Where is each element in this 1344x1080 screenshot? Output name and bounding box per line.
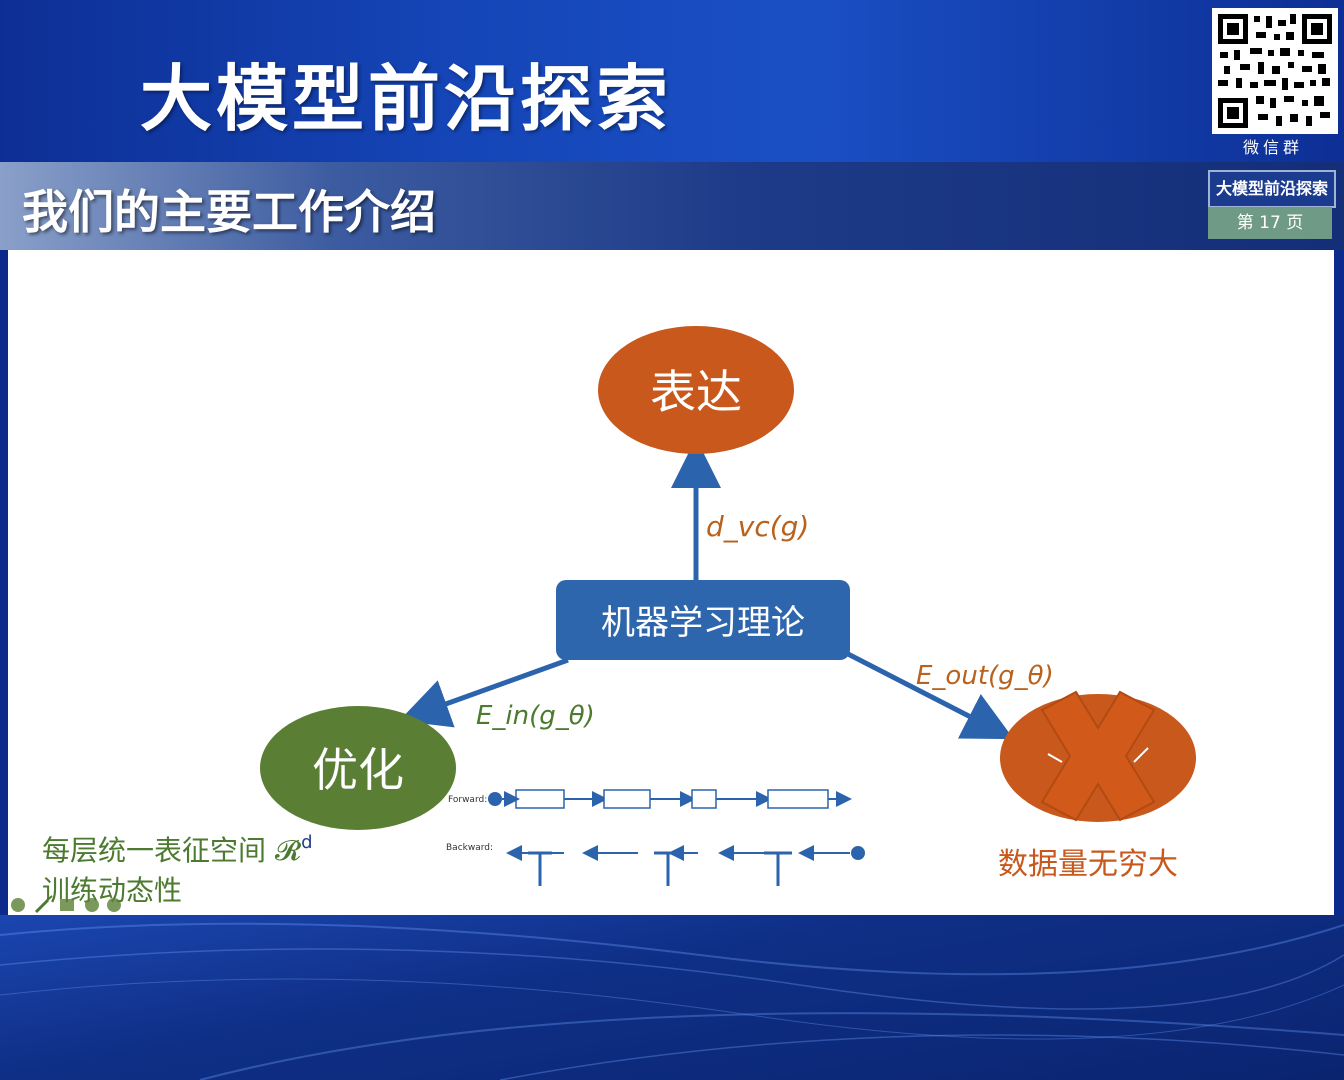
- qr-code-pattern: [1214, 10, 1336, 132]
- diagram: 表达 机器学习理论 优化 数据量无穷大 d_vc(g) E_in(g_θ) E_…: [11, 326, 1196, 914]
- forward-label: Forward:: [448, 795, 487, 805]
- more-icon[interactable]: [85, 898, 99, 912]
- section-title: 我们的主要工作介绍: [22, 185, 436, 239]
- node-ml-theory-label: 机器学习理论: [601, 603, 805, 643]
- main-title: 大模型前沿探索: [140, 57, 673, 141]
- prev-slide-icon[interactable]: [11, 898, 25, 912]
- data-infinite-caption: 数据量无穷大: [998, 847, 1178, 882]
- backward-label: Backward:: [446, 843, 493, 853]
- pen-icon[interactable]: [34, 898, 50, 914]
- edge-label-ein: E_in(g_θ): [476, 701, 595, 731]
- arrow-to-left: [399, 657, 569, 728]
- arrow-to-right: [846, 651, 1014, 740]
- page-number-badge: 第 17 页: [1208, 207, 1332, 239]
- cross-mark-icon: [1040, 690, 1156, 822]
- series-badge: 大模型前沿探索: [1208, 170, 1336, 208]
- backprop-figure: Forward: Backward:: [446, 789, 865, 886]
- node-expression-label: 表达: [650, 365, 742, 419]
- background-light-streaks: [0, 922, 1344, 1080]
- node-optimization-label: 优化: [312, 743, 404, 797]
- node-optimization: [260, 706, 456, 830]
- grid-icon[interactable]: [60, 899, 74, 911]
- qr-label: 微信群: [1242, 138, 1303, 157]
- header-band: [0, 0, 1344, 162]
- edge-label-dvc: d_vc(g): [706, 510, 809, 543]
- node-ml-theory: [556, 580, 850, 660]
- left-note-line1: 每层统一表征空间 𝓡d: [42, 832, 313, 867]
- section-band: [0, 162, 1344, 250]
- slide-canvas: 表达 机器学习理论 优化 数据量无穷大 d_vc(g) E_in(g_θ) E_…: [8, 250, 1334, 915]
- next-slide-icon[interactable]: [107, 898, 121, 912]
- slide-player-controls[interactable]: [11, 898, 121, 914]
- lower-background: [0, 915, 1344, 1080]
- qr-code: [1212, 8, 1338, 134]
- node-expression: [598, 326, 794, 454]
- edge-label-eout: E_out(g_θ): [916, 661, 1054, 691]
